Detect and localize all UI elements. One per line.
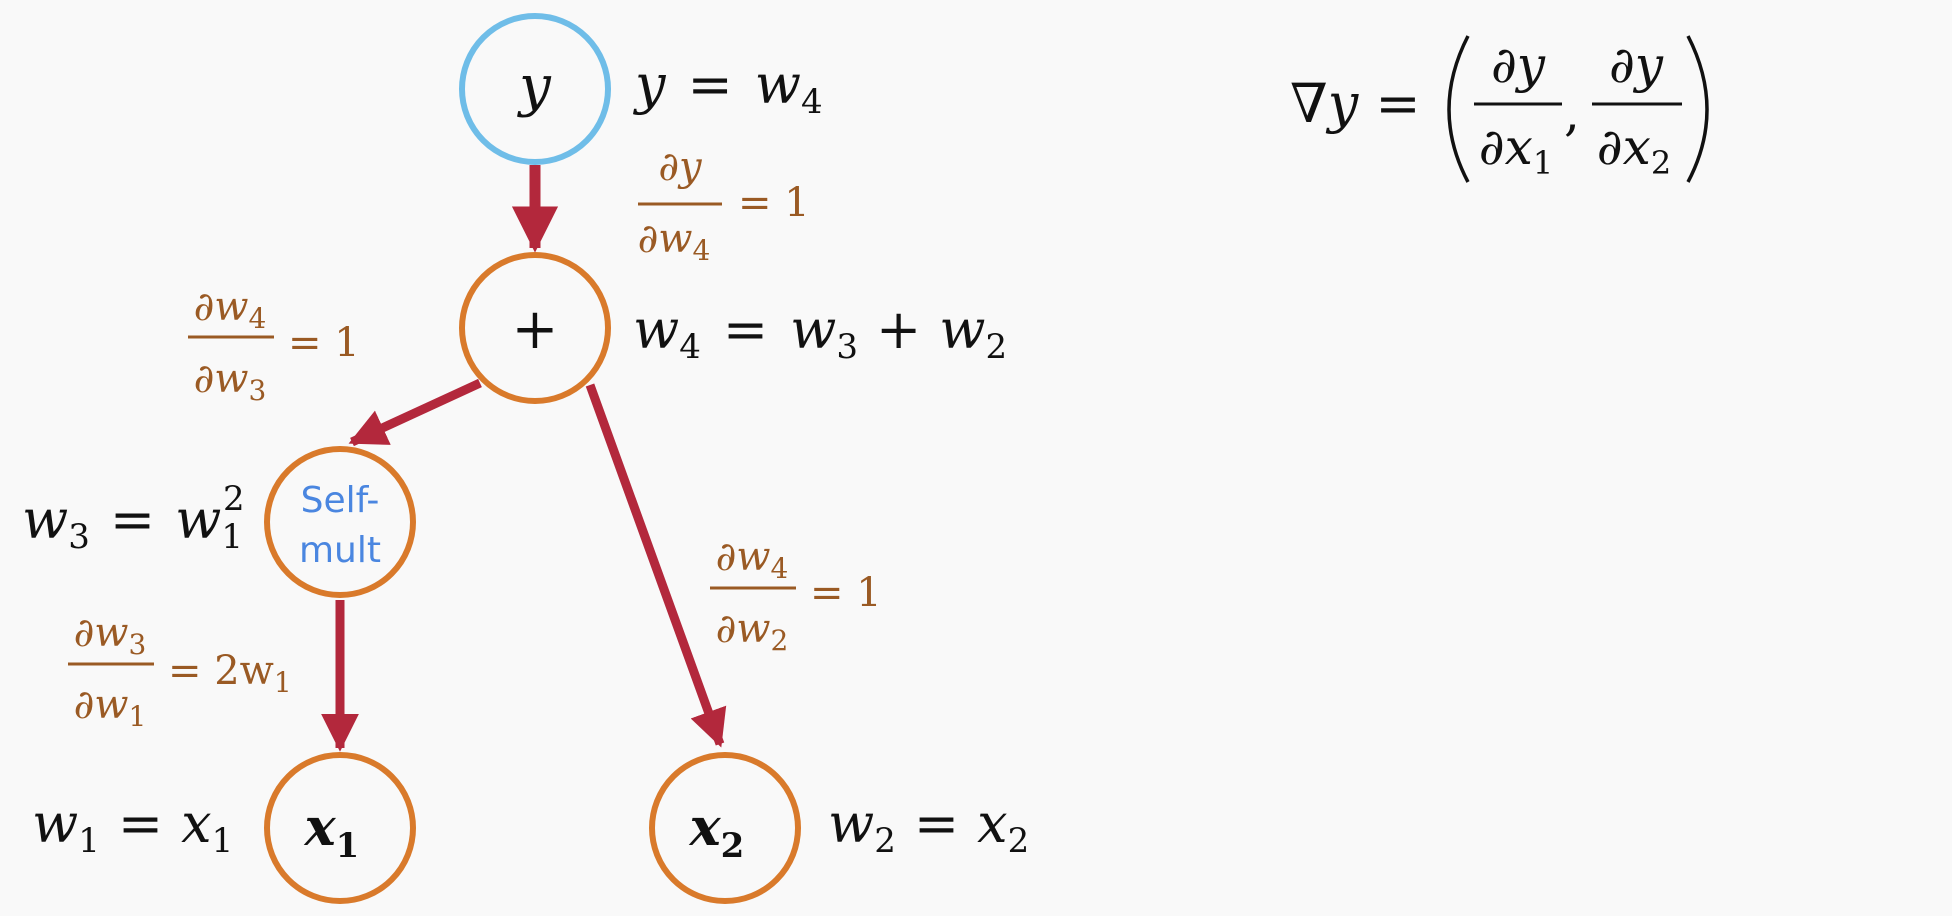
node-selfmult-label-line1: Self-: [301, 480, 380, 521]
gradient-right-paren: [1686, 35, 1709, 183]
equation-y-equals-w4: y=w4: [633, 53, 823, 122]
node-x2: x2: [649, 752, 801, 904]
svg-text:∂w4: ∂w4: [716, 534, 789, 585]
svg-text:∂w1: ∂w1: [74, 682, 147, 733]
svg-text:∂w4: ∂w4: [194, 284, 267, 335]
svg-text:,: ,: [1564, 84, 1580, 142]
svg-text:= 1: = 1: [810, 570, 882, 616]
node-x1-label: x1: [304, 797, 360, 866]
node-y-label: y: [516, 54, 552, 119]
svg-text:∂w3: ∂w3: [74, 610, 147, 661]
svg-text:∂y: ∂y: [1609, 36, 1664, 94]
edge-plus-to-selfmult: [348, 378, 482, 447]
node-plus: +: [459, 252, 611, 404]
svg-text:∂x1: ∂x1: [1479, 118, 1553, 182]
svg-text:∂y: ∂y: [1491, 36, 1546, 94]
svg-text:∂x2: ∂x2: [1597, 118, 1671, 182]
node-x1: x1: [264, 752, 416, 904]
gradient-lhs: ∇y =: [1290, 72, 1421, 135]
node-selfmult-label-line2: mult: [299, 530, 381, 571]
derivative-dw4-dw2: ∂w4 ∂w2 = 1: [710, 534, 882, 657]
svg-text:∂y: ∂y: [658, 144, 703, 190]
svg-text:∂w3: ∂w3: [194, 356, 267, 407]
gradient-expression: ∇y = ∂y ∂x1 , ∂y ∂x2: [1290, 35, 1709, 183]
derivative-dw4-dw3: ∂w4 ∂w3 = 1: [188, 284, 360, 407]
equation-w1-equals-x1: w1=x1: [32, 792, 233, 861]
node-x2-label: x2: [689, 797, 745, 866]
equation-w4-sum: w4=w3+w2: [633, 298, 1007, 367]
svg-text:∂w4: ∂w4: [638, 216, 711, 267]
svg-text:= 1: = 1: [288, 320, 360, 366]
node-plus-label: +: [512, 297, 559, 362]
derivative-dy-dw4: ∂y ∂w4 = 1: [638, 144, 810, 267]
equation-w3-square: w3=w12: [22, 479, 245, 557]
svg-text:∂w2: ∂w2: [716, 606, 789, 657]
gradient-left-paren: [1447, 35, 1470, 183]
derivative-dw3-dw1: ∂w3 ∂w1 = 2w1: [68, 610, 292, 733]
equation-w2-equals-x2: w2=x2: [828, 792, 1029, 861]
svg-text:= 1: = 1: [738, 180, 810, 226]
node-y: y: [459, 13, 611, 165]
node-selfmult: Self- mult: [264, 446, 416, 598]
edge-plus-to-x2: [585, 383, 727, 748]
svg-text:= 2w1: = 2w1: [168, 648, 292, 699]
